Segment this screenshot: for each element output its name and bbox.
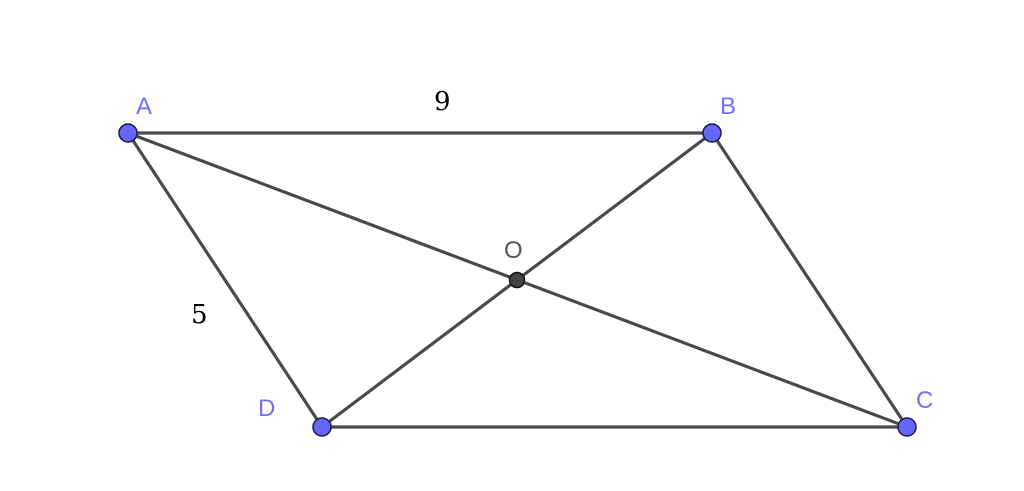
point-d[interactable] bbox=[312, 417, 332, 437]
segment-da bbox=[126, 131, 324, 429]
label-c: C bbox=[916, 387, 933, 414]
label-o: O bbox=[504, 237, 523, 264]
point-o[interactable] bbox=[508, 271, 526, 289]
label-d: D bbox=[258, 395, 275, 422]
label-b: B bbox=[720, 93, 736, 120]
length-ab: 9 bbox=[434, 87, 451, 117]
segment-bc bbox=[710, 131, 909, 429]
label-a: A bbox=[136, 93, 152, 120]
point-b[interactable] bbox=[702, 123, 722, 143]
point-c[interactable] bbox=[897, 417, 917, 437]
point-a[interactable] bbox=[118, 123, 138, 143]
length-ad: 5 bbox=[191, 300, 208, 330]
